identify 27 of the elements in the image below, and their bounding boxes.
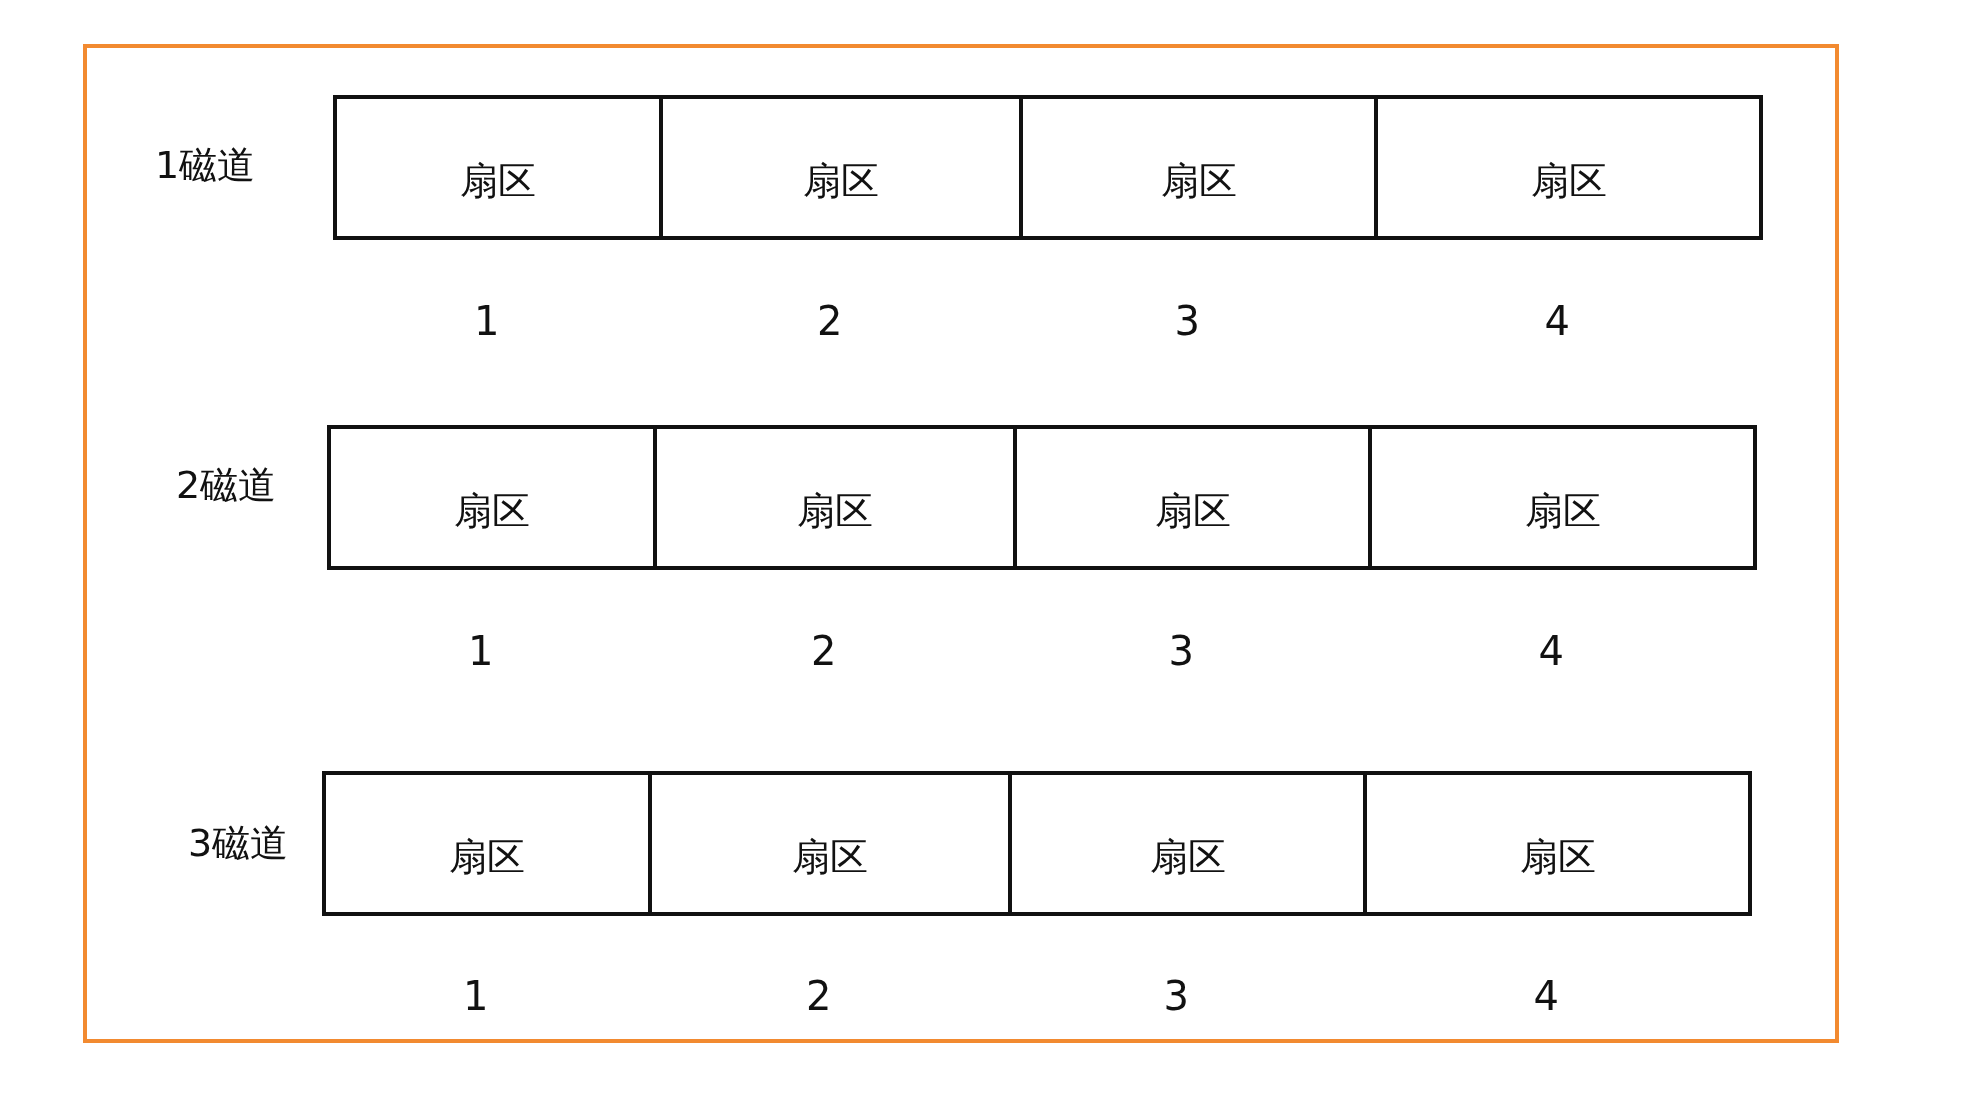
- sector-label: 扇区: [1519, 834, 1596, 881]
- track-label: 2磁道: [176, 462, 277, 509]
- track-label: 1磁道: [155, 142, 256, 189]
- sector-label: 扇区: [1149, 834, 1226, 881]
- sector-number: 1: [474, 298, 500, 344]
- sector-label: 扇区: [797, 488, 873, 535]
- sector-label: 扇区: [1154, 488, 1231, 535]
- sector-number: 3: [1168, 628, 1194, 674]
- track-label: 3磁道: [188, 820, 289, 867]
- sector-label: 扇区: [454, 488, 530, 535]
- sector-number: 3: [1174, 298, 1200, 344]
- sector-number: 2: [811, 628, 837, 674]
- sector-label: 扇区: [1524, 488, 1601, 535]
- sector-label: 扇区: [1530, 158, 1607, 205]
- sector-number: 2: [817, 298, 843, 344]
- sector-label: 扇区: [460, 158, 536, 205]
- sector-number: 3: [1163, 973, 1189, 1019]
- sector-label: 扇区: [1160, 158, 1237, 205]
- sector-number: 1: [468, 628, 494, 674]
- sector-number: 1: [463, 973, 489, 1019]
- sector-number: 2: [806, 973, 832, 1019]
- sector-number: 4: [1533, 973, 1559, 1019]
- sector-number: 4: [1538, 628, 1564, 674]
- sector-label: 扇区: [449, 834, 525, 881]
- sector-label: 扇区: [792, 834, 868, 881]
- sector-label: 扇区: [803, 158, 879, 205]
- sector-number: 4: [1544, 298, 1570, 344]
